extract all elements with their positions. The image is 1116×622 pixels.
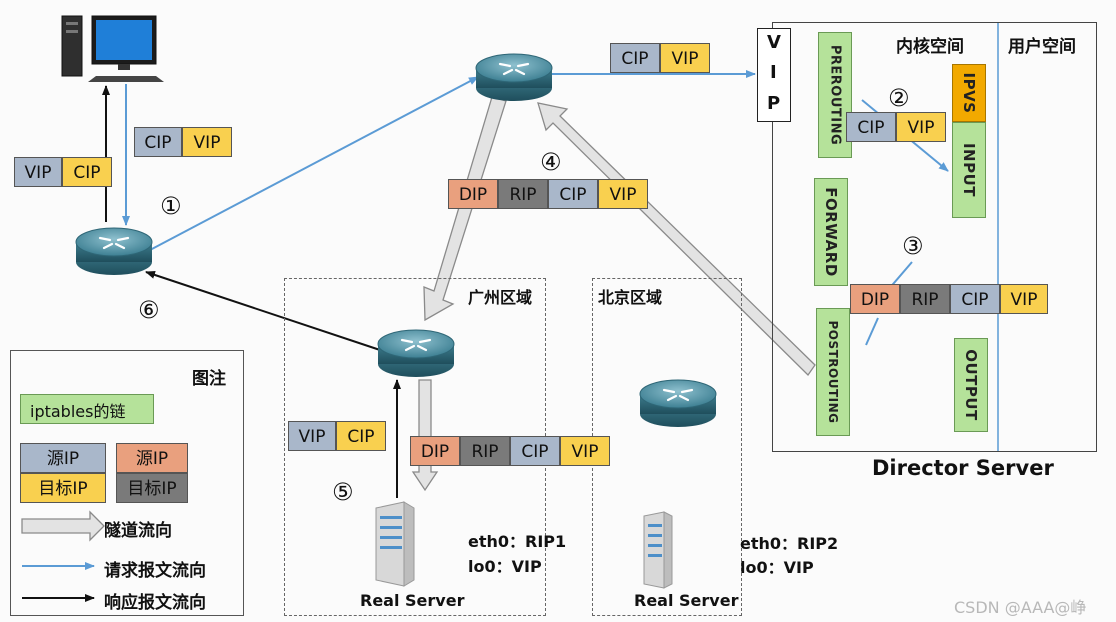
legend-request-label: 请求报文流向 [104, 561, 206, 581]
server-icon-rs1 [375, 501, 415, 587]
watermark: CSDN @AAA@峥 [954, 598, 1087, 617]
user-space-label: 用户空间 [1008, 37, 1076, 57]
chain-output: OUTPUT [954, 338, 988, 432]
chain-postrouting: POSTROUTING [816, 308, 850, 436]
rs1-eth0: eth0：RIP1 [468, 532, 567, 551]
beijing-region-label: 北京区域 [598, 288, 663, 307]
beijing-region [592, 278, 742, 616]
pkt-tunnel-mid-vip: VIP [598, 179, 648, 209]
legend-chain-label: iptables的链 [30, 402, 126, 421]
legend-src-ip-1: 源IP [20, 443, 106, 473]
step-6: ⑥ [138, 296, 160, 324]
computer-icon [61, 15, 164, 82]
pkt-tunnel-director-vip: VIP [1000, 284, 1048, 314]
kernel-space-label: 内核空间 [896, 37, 964, 57]
step-5: ⑤ [332, 478, 354, 506]
pkt-director-cip: CIP [846, 112, 896, 142]
vip-letter-i: I [770, 62, 777, 83]
director-server-title: Director Server [872, 456, 1054, 480]
rs2-label: Real Server [634, 591, 739, 610]
chain-forward-label: FORWARD [822, 187, 840, 277]
request-line-router-to-core [149, 76, 479, 251]
chain-prerouting-label: PREROUTING [827, 44, 843, 146]
legend-dst-ip-2: 目标IP [116, 473, 188, 503]
step-4: ④ [540, 148, 562, 176]
pkt-tunnel-gz-rip: RIP [460, 436, 510, 466]
rs2-lo0: lo0：VIP [740, 558, 814, 577]
legend-chain-swatch [20, 394, 154, 424]
step-2: ② [888, 84, 910, 112]
router-icon-client [75, 227, 153, 275]
pkt-response-client-cip: CIP [62, 157, 112, 187]
router-icon-beijing [639, 379, 717, 427]
pkt-response-gz-cip: CIP [336, 421, 386, 451]
pkt-tunnel-gz-cip: CIP [510, 436, 560, 466]
pkt-tunnel-director-cip: CIP [950, 284, 1000, 314]
pkt-top-cip: CIP [610, 43, 660, 73]
legend-src-ip-2: 源IP [116, 443, 188, 473]
step-1: ① [160, 192, 182, 220]
pkt-tunnel-director-dip: DIP [850, 284, 900, 314]
chain-postrouting-label: POSTROUTING [826, 320, 840, 424]
pkt-tunnel-mid-cip: CIP [548, 179, 598, 209]
rs1-label: Real Server [360, 591, 465, 610]
vip-letter-p: P [767, 93, 781, 114]
pkt-tunnel-director-rip: RIP [900, 284, 950, 314]
request-line-step3-b [865, 317, 879, 346]
legend-tunnel-label: 隧道流向 [104, 521, 172, 541]
chain-input: INPUT [952, 122, 986, 218]
legend-dst-ip-1: 目标IP [20, 473, 106, 503]
response-line-rs-router-to-client-router [145, 271, 381, 351]
pkt-request-client-vip: VIP [182, 127, 232, 157]
legend-title: 图注 [192, 369, 226, 389]
router-icon-core [475, 53, 553, 101]
pkt-tunnel-gz-vip: VIP [560, 436, 610, 466]
pkt-tunnel-gz-dip: DIP [410, 436, 460, 466]
pkt-tunnel-mid-dip: DIP [448, 179, 498, 209]
pkt-tunnel-mid-rip: RIP [498, 179, 548, 209]
server-icon-rs2 [643, 511, 673, 589]
step-3: ③ [902, 232, 924, 260]
pkt-director-vip: VIP [896, 112, 946, 142]
pkt-response-client-vip: VIP [14, 157, 62, 187]
legend-response-label: 响应报文流向 [104, 593, 206, 613]
chain-output-label: OUTPUT [962, 349, 980, 421]
chain-forward: FORWARD [814, 178, 848, 286]
router-icon-guangzhou [377, 329, 455, 377]
rs1-lo0: lo0：VIP [468, 557, 542, 576]
vip-letter-v: V [767, 32, 781, 53]
pkt-top-vip: VIP [660, 43, 710, 73]
legend-box [10, 350, 244, 616]
guangzhou-region-label: 广州区域 [468, 288, 533, 307]
chain-input-label: INPUT [960, 142, 978, 198]
pkt-request-client-cip: CIP [134, 127, 182, 157]
tunnel-arrow-legend [21, 510, 105, 542]
chain-ipvs: IPVS [952, 64, 986, 122]
director-server-box [772, 22, 1097, 452]
vip-box [757, 28, 791, 122]
chain-ipvs-label: IPVS [960, 72, 978, 114]
rs2-eth0: eth0：RIP2 [740, 534, 839, 553]
pkt-response-gz-vip: VIP [288, 421, 336, 451]
